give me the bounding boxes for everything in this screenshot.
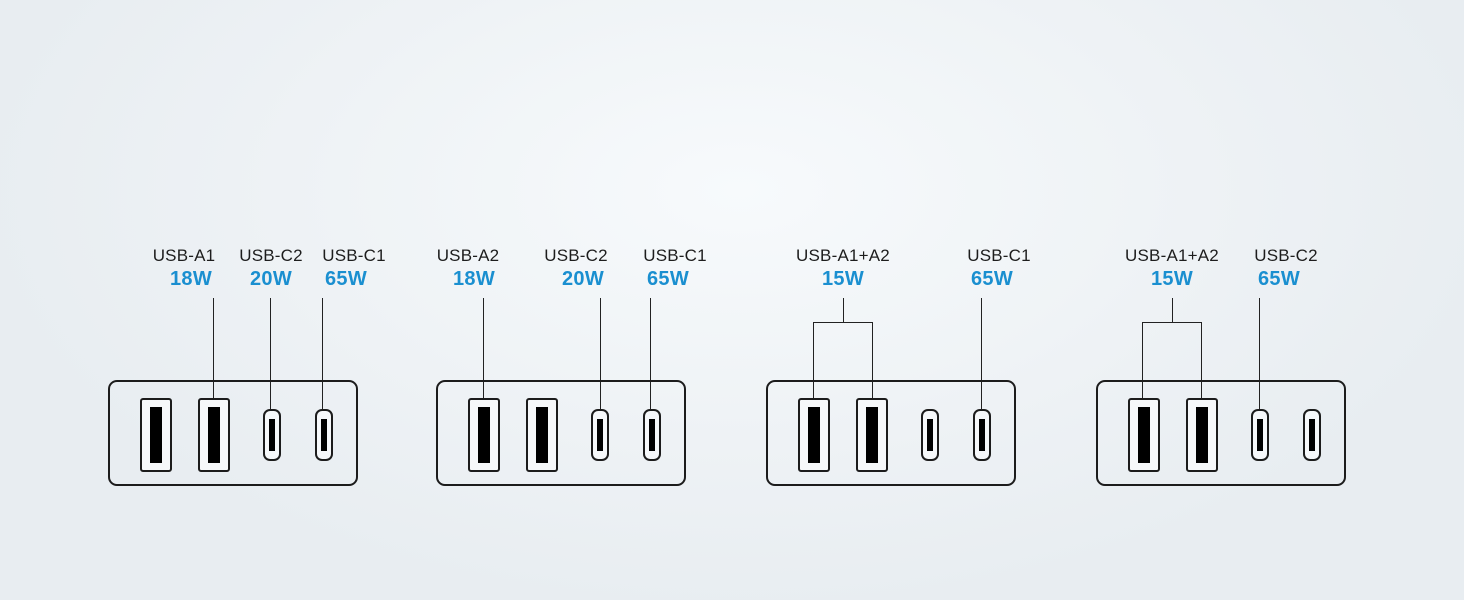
- charger-outline: [108, 380, 358, 486]
- usb-a1-port: [140, 398, 172, 472]
- port-label: USB-A2: [436, 246, 500, 265]
- usb-a1-port: [1128, 398, 1160, 472]
- connector-line: [981, 298, 983, 409]
- port-label: USB-A1: [152, 246, 216, 265]
- usb-c2-port: [591, 409, 609, 461]
- port-label: USB-C2: [239, 246, 303, 265]
- power-label: 18W: [169, 268, 213, 290]
- port-label: USB-C2: [544, 246, 608, 265]
- charger-diagram-1: USB-A1 18W USB-C2 20W USB-C1 65W: [100, 0, 440, 600]
- charger-diagram-2: USB-A2 18W USB-C2 20W USB-C1 65W: [428, 0, 768, 600]
- connector-line: [872, 322, 874, 398]
- port-label: USB-C1: [967, 246, 1031, 265]
- charger-diagram-4: USB-A1+A2 15W USB-C2 65W: [1088, 0, 1428, 600]
- connector-line: [1142, 322, 1202, 324]
- port-label: USB-A1+A2: [1125, 246, 1219, 265]
- connector-line: [213, 298, 215, 398]
- power-label: 20W: [249, 268, 293, 290]
- power-label: 65W: [1257, 268, 1301, 290]
- usb-a2-port: [526, 398, 558, 472]
- connector-line: [483, 298, 485, 398]
- charger-outline: [436, 380, 686, 486]
- usb-c1-port: [643, 409, 661, 461]
- connector-line: [1172, 298, 1174, 323]
- connector-line: [813, 322, 815, 398]
- usb-a2-port: [856, 398, 888, 472]
- usb-a2-port: [198, 398, 230, 472]
- connector-line: [1259, 298, 1261, 409]
- port-label: USB-C1: [322, 246, 386, 265]
- power-label: 18W: [452, 268, 496, 290]
- connector-line: [600, 298, 602, 409]
- connector-line: [1142, 322, 1144, 398]
- power-label: 15W: [1150, 268, 1194, 290]
- charger-diagram-3: USB-A1+A2 15W USB-C1 65W: [758, 0, 1098, 600]
- connector-line: [843, 298, 845, 323]
- connector-line: [1201, 322, 1203, 398]
- port-label: USB-A1+A2: [796, 246, 890, 265]
- power-label: 20W: [561, 268, 605, 290]
- usb-c2-port: [1251, 409, 1269, 461]
- port-label: USB-C2: [1254, 246, 1318, 265]
- power-label: 65W: [970, 268, 1014, 290]
- usb-c1-port: [1303, 409, 1321, 461]
- power-label: 65W: [324, 268, 368, 290]
- connector-line: [813, 322, 873, 324]
- connector-line: [650, 298, 652, 409]
- usb-c2-port: [263, 409, 281, 461]
- usb-c1-port: [973, 409, 991, 461]
- usb-a2-port: [1186, 398, 1218, 472]
- usb-a1-port: [468, 398, 500, 472]
- usb-c1-port: [315, 409, 333, 461]
- port-label: USB-C1: [643, 246, 707, 265]
- usb-a1-port: [798, 398, 830, 472]
- power-label: 15W: [821, 268, 865, 290]
- usb-c2-port: [921, 409, 939, 461]
- charger-outline: [766, 380, 1016, 486]
- connector-line: [270, 298, 272, 409]
- power-label: 65W: [646, 268, 690, 290]
- charger-outline: [1096, 380, 1346, 486]
- connector-line: [322, 298, 324, 409]
